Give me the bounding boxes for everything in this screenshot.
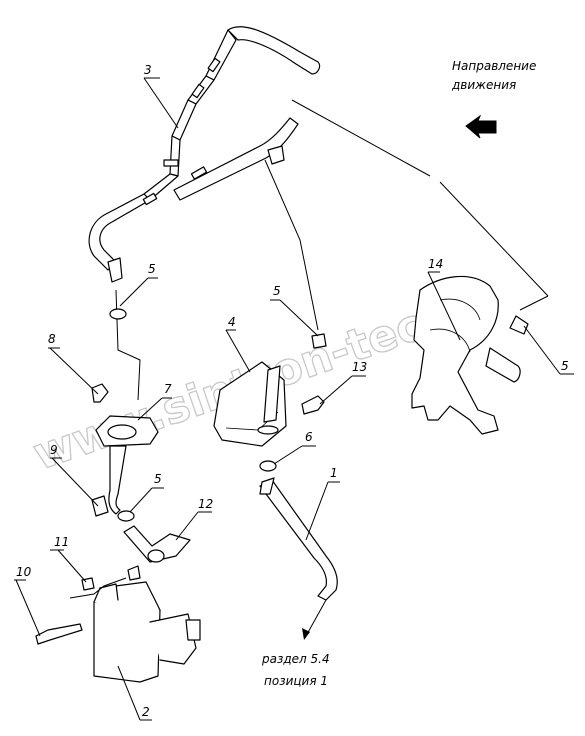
callout-12: 12 bbox=[175, 497, 213, 541]
direction-note-line1: Направление bbox=[452, 59, 536, 73]
reference-arrow bbox=[305, 599, 327, 637]
hose-3 bbox=[88, 26, 321, 283]
bolt-13 bbox=[301, 395, 325, 415]
clamp-6 bbox=[259, 460, 277, 472]
callout-2-label: 2 bbox=[142, 705, 150, 719]
callout-1-label: 1 bbox=[330, 466, 338, 480]
callout-2: 2 bbox=[117, 665, 152, 721]
callout-10: 10 bbox=[14, 565, 41, 637]
callout-11: 11 bbox=[50, 535, 87, 583]
reference-arrow-head bbox=[302, 628, 310, 640]
callout-13: 13 bbox=[319, 360, 367, 405]
callout-6: 6 bbox=[273, 430, 316, 465]
callout-9: 9 bbox=[50, 443, 99, 507]
callout-3-label: 3 bbox=[144, 63, 152, 77]
callout-5-a: 5 bbox=[119, 262, 158, 307]
clamp-5-a bbox=[109, 308, 127, 320]
callout-5-c: 5 bbox=[523, 325, 574, 375]
callout-4: 4 bbox=[225, 315, 251, 373]
direction-arrow-icon bbox=[465, 114, 497, 139]
callout-11-label: 11 bbox=[54, 535, 69, 549]
callout-5-b-label: 5 bbox=[273, 284, 281, 298]
part-12-elbow-hose bbox=[123, 525, 191, 563]
callout-5-c-label: 5 bbox=[561, 359, 569, 373]
callout-8: 8 bbox=[48, 332, 99, 395]
hose-1 bbox=[259, 477, 338, 601]
callout-7: 7 bbox=[137, 382, 172, 421]
canister-link bbox=[69, 577, 127, 599]
callout-4-label: 4 bbox=[228, 315, 236, 329]
part-4-bracket bbox=[213, 361, 287, 447]
reference-note-line1: раздел 5.4 bbox=[261, 652, 330, 666]
callout-3: 3 bbox=[143, 63, 179, 129]
clamp-5-c bbox=[117, 510, 135, 522]
clip-9 bbox=[91, 495, 109, 517]
reference-note-line2: позиция 1 bbox=[264, 674, 328, 688]
dash-line-a bbox=[264, 159, 319, 331]
bolt-10 bbox=[35, 623, 83, 645]
callout-8-label: 8 bbox=[48, 332, 56, 346]
direction-note-line2: движения bbox=[451, 78, 516, 92]
callout-13-label: 13 bbox=[352, 360, 367, 374]
bolt-8 bbox=[91, 383, 109, 403]
callout-10-label: 10 bbox=[16, 565, 32, 579]
callout-5-b: 5 bbox=[270, 284, 319, 337]
callout-5-d-label: 5 bbox=[154, 472, 162, 486]
callout-5-d: 5 bbox=[129, 472, 164, 513]
dash-line-b bbox=[115, 289, 141, 401]
direction-leader-line bbox=[291, 99, 549, 311]
part-7-mount bbox=[95, 415, 159, 515]
callout-6-label: 6 bbox=[305, 430, 313, 444]
callout-14: 14 bbox=[427, 257, 461, 341]
clamp-5-b bbox=[311, 333, 327, 349]
callout-12-label: 12 bbox=[198, 497, 213, 511]
callout-1: 1 bbox=[305, 466, 340, 541]
part-2-canister bbox=[93, 581, 201, 683]
callout-9-label: 9 bbox=[50, 443, 58, 457]
small-clip bbox=[127, 565, 141, 581]
callout-14-label: 14 bbox=[428, 257, 443, 271]
callout-7-label: 7 bbox=[164, 382, 172, 396]
part-14-shifter bbox=[411, 275, 529, 435]
callout-5-a-label: 5 bbox=[148, 262, 156, 276]
